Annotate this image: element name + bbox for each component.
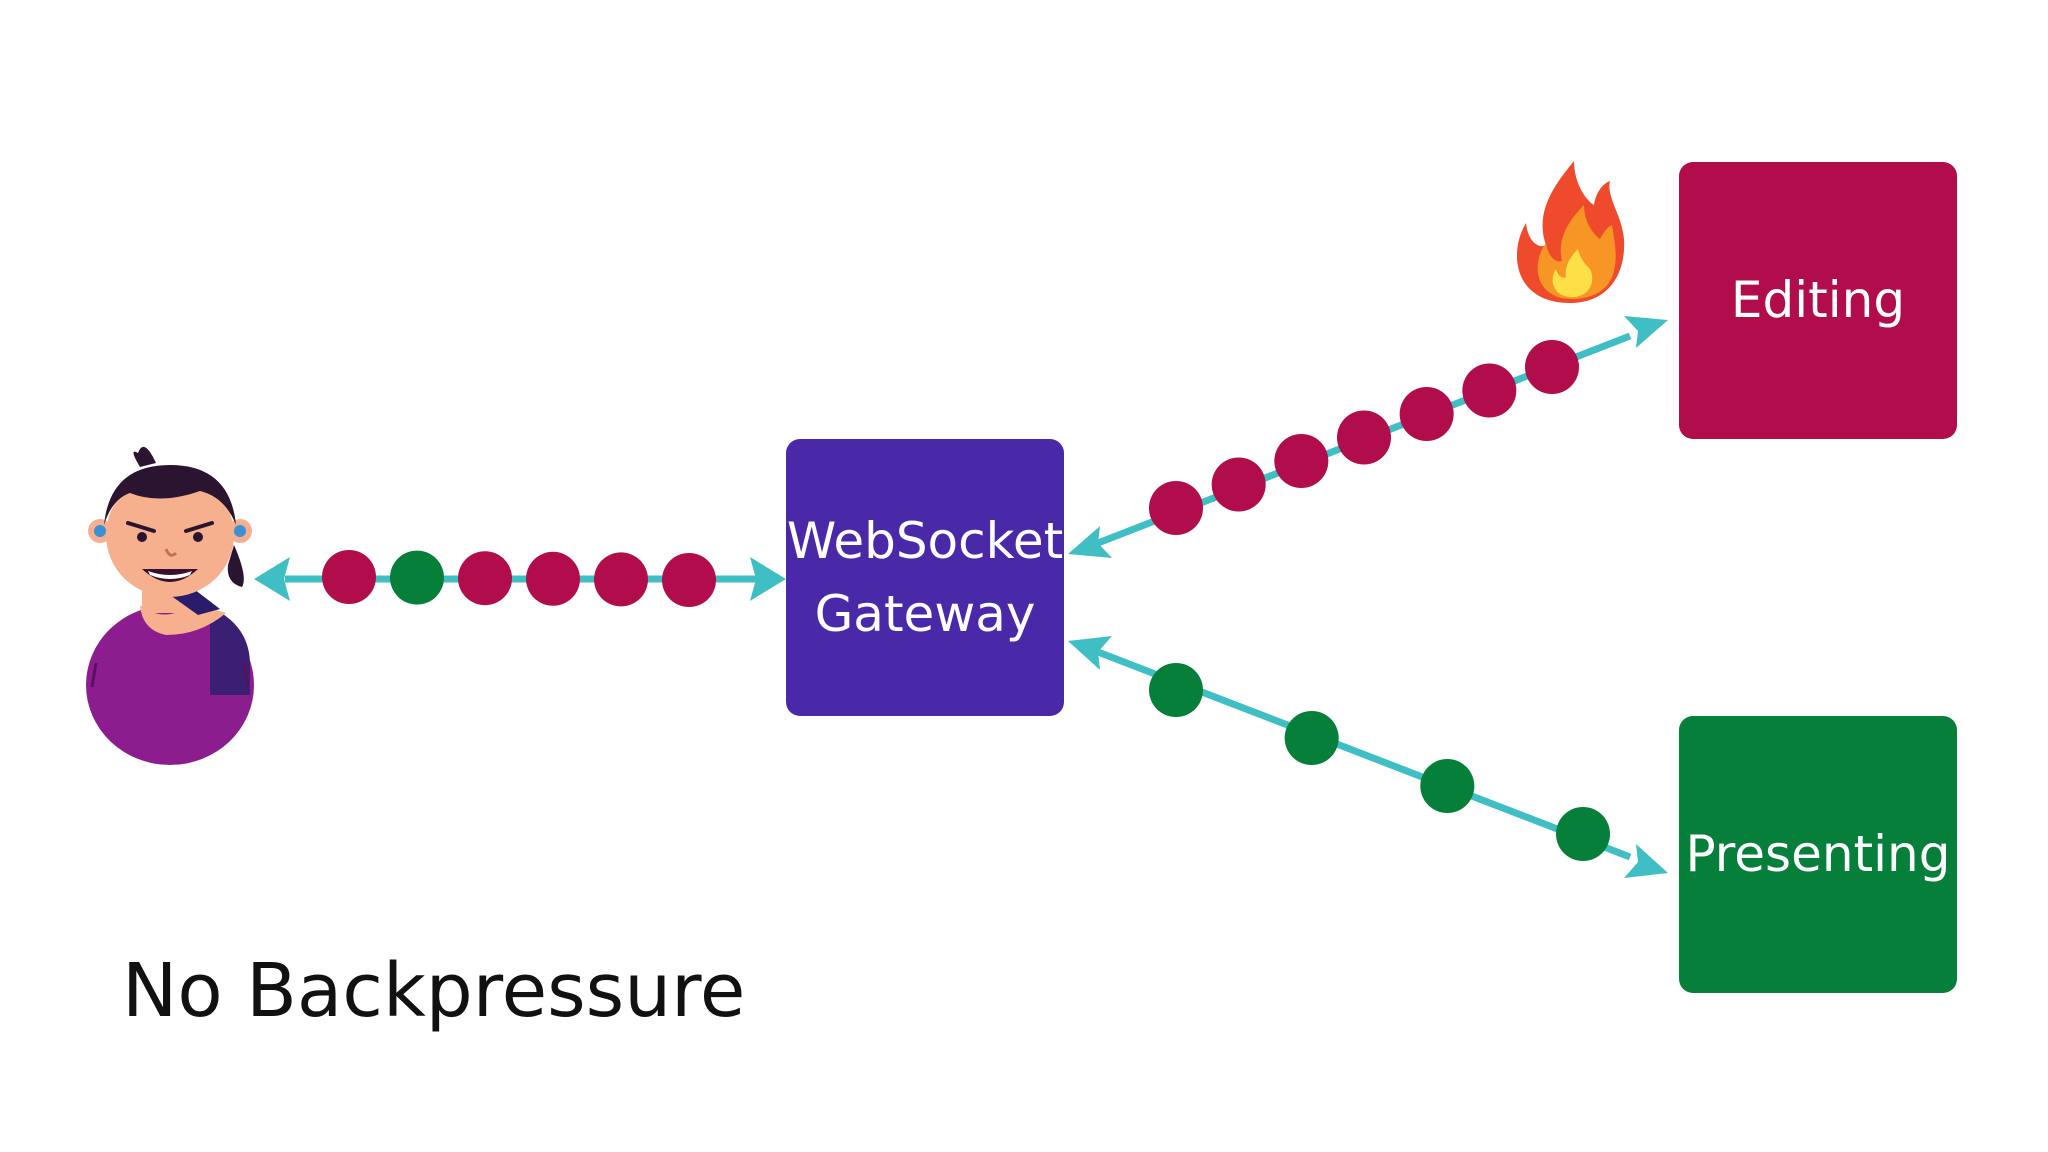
message-dot-editing	[1462, 363, 1517, 418]
message-dot-editing	[1399, 387, 1454, 441]
messages-layer	[322, 340, 1610, 861]
arrowhead-gateway-end	[1068, 636, 1112, 670]
presenting-label: Presenting	[1685, 825, 1951, 884]
arrowhead-presenting-end	[1624, 844, 1668, 878]
user-avatar-icon	[86, 446, 254, 765]
arrowhead-right	[750, 557, 786, 601]
arrowhead-editing-end	[1624, 316, 1668, 348]
message-dot-presenting	[1556, 807, 1610, 861]
message-dot-presenting	[1284, 711, 1339, 765]
presenting-service-node: Presenting	[1679, 716, 1957, 993]
diagram-caption: No Backpressure	[122, 948, 746, 1034]
message-dot-editing	[662, 553, 716, 607]
websocket-gateway-node: WebSocket Gateway	[786, 439, 1064, 716]
message-dot-editing	[1274, 434, 1329, 488]
message-dot-editing	[594, 552, 648, 607]
message-dot-editing	[1337, 410, 1391, 465]
gateway-label-line1: WebSocket	[786, 512, 1064, 570]
message-dot-presenting	[390, 550, 444, 605]
arrowhead-left	[254, 557, 290, 601]
message-dot-editing	[1211, 457, 1266, 512]
message-dot-editing	[526, 551, 580, 606]
message-dot-editing	[458, 551, 512, 606]
message-dot-presenting	[1149, 663, 1203, 717]
fire-icon	[1516, 161, 1625, 303]
message-dot-editing	[1525, 340, 1579, 394]
gateway-label-line2: Gateway	[814, 584, 1036, 643]
message-dot-editing	[322, 550, 376, 604]
message-dot-editing	[1149, 481, 1203, 535]
editing-service-node: Editing	[1679, 162, 1957, 439]
arrowhead-gateway-end	[1068, 526, 1112, 558]
editing-label: Editing	[1730, 271, 1906, 330]
message-dot-presenting	[1420, 759, 1475, 813]
